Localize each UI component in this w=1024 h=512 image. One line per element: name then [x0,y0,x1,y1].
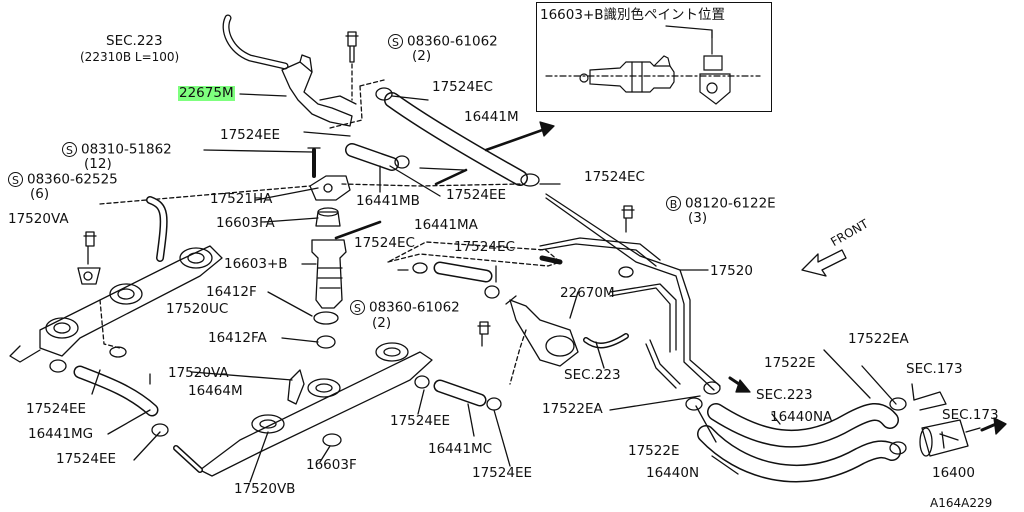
label-08360-61062-mid-qty: (2) [372,315,392,331]
s-mark-icon: S [388,34,403,49]
filter-16400 [921,419,969,457]
label-17522ea-2: 17522EA [848,331,909,347]
bolt-08360-top [345,31,359,63]
grommet-16603fa [315,211,341,227]
s-mark-icon: S [350,300,365,315]
valve-22675m [281,61,353,127]
label-17522e-2: 17522E [628,443,680,459]
label-16440na: 16440NA [770,409,833,425]
b-mark-icon: B [666,196,681,211]
sensor-16464m [287,369,305,405]
regulator-22670m [509,299,579,367]
label-17524ee-3: 17524EE [56,451,117,467]
label-sec223-right: SEC.223 [756,387,813,403]
injector-16603b [311,239,347,309]
label-sec223-mid: SEC.223 [564,367,621,383]
label-sec223-top-sub: (22310B L=100) [80,50,180,64]
label-16412fa: 16412FA [208,330,267,346]
label-sec173-a: SEC.173 [906,361,963,377]
oring-16412f [313,311,339,325]
inset-box [536,2,772,112]
label-17521ha: 17521HA [210,191,273,207]
label-16603fa: 16603FA [216,215,275,231]
label-16603b: 16603+B [224,256,288,272]
label-16440n: 16440N [646,465,700,481]
label-17524ee-2: 17524EE [26,401,87,417]
label-08360-62525-qty: (6) [30,186,50,202]
front-arrow [801,249,847,277]
label-sec173-b: SEC.173 [942,407,999,423]
label-08310-qty: (12) [84,156,112,172]
label-16400: 16400 [932,465,975,481]
label-08120-qty: (3) [688,210,708,226]
label-sec223-top: SEC.223 [106,33,163,49]
label-16412f: 16412F [206,284,257,300]
inset-injector [589,61,675,93]
label-17524ee-1: 17524EE [220,127,281,143]
fuel-rail-lower [199,351,433,477]
pipe-17520 [545,193,721,391]
label-17524ec-2: 17524EC [584,169,645,185]
label-16464m: 16464M [188,383,243,399]
label-16441m: 16441M [464,109,519,125]
label-17524ec-3: 17524EC [354,235,415,251]
label-17524ee-6: 17524EE [472,465,533,481]
label-17524ec-1: 17524EC [432,79,493,95]
label-16441mg: 16441MG [28,426,94,442]
inset-caption: 16603+B識別色ペイント位置 [540,7,726,23]
label-17520vb: 17520VB [234,481,296,497]
label-17520va-2: 17520VA [168,365,229,381]
s-mark-icon: S [8,172,23,187]
label-22675m[interactable]: 22675M [178,85,235,101]
bracket-17521ha [309,175,351,201]
oring-16412fa [316,335,336,349]
label-17524ee-4: 17524EE [446,187,507,203]
label-16441mb: 16441MB [356,193,420,209]
label-16441mc: 16441MC [428,441,493,457]
label-17520uc: 17520UC [166,301,229,317]
label-22670m: 22670M [560,285,615,301]
label-17520va-1: 17520VA [8,211,69,227]
s-mark-icon: S [62,142,77,157]
label-17524ee-5: 17524EE [390,413,451,429]
label-16603f: 16603F [306,457,357,473]
label-17520: 17520 [710,263,753,279]
figure-code: A164A229 [930,496,993,510]
label-17522ea-1: 17522EA [542,401,603,417]
label-17524ec-4: 17524EC [454,239,515,255]
label-17522e-1: 17522E [764,355,816,371]
label-16441ma: 16441MA [414,217,478,233]
label-08360-61062-top-qty: (2) [412,48,432,64]
